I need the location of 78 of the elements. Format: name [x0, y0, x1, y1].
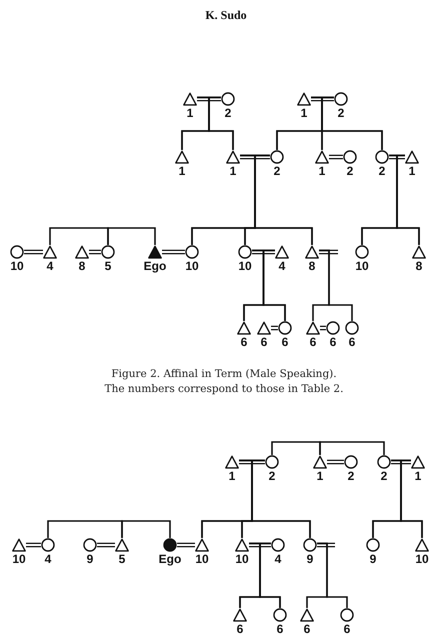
kin-term-number: 4 — [274, 553, 282, 565]
kin-term-number: 8 — [416, 260, 422, 272]
sibling-line — [121, 520, 171, 538]
descent-line — [262, 250, 286, 321]
kin-term-number: 9 — [86, 553, 94, 565]
descent-line — [317, 542, 348, 608]
marriage-line — [88, 250, 102, 254]
kin-term-number: 9 — [306, 553, 314, 565]
kin-term-number: 6 — [276, 623, 284, 635]
marriage-line — [161, 250, 186, 254]
marriage-line — [318, 250, 339, 254]
marriage-line — [326, 460, 345, 464]
kin-term-number: 1 — [178, 165, 186, 177]
descent-line — [396, 154, 420, 245]
ego-label: Ego — [144, 260, 166, 272]
kin-term-number: 10 — [10, 260, 24, 272]
kin-term-number: 1 — [300, 107, 308, 119]
kin-term-number: 1 — [408, 165, 416, 177]
kin-term-number: 8 — [308, 260, 316, 272]
marriage-line — [270, 326, 279, 330]
kin-term-number: 6 — [240, 336, 248, 348]
kin-term-number: 10 — [195, 553, 209, 565]
sibling-line — [271, 441, 321, 455]
marriage-line — [319, 326, 327, 330]
kin-term-number: 6 — [310, 336, 316, 348]
kin-term-number: 6 — [330, 336, 336, 348]
marriage-line — [96, 542, 116, 548]
kin-term-number: 2 — [348, 470, 354, 482]
kin-term-number: 1 — [230, 165, 236, 177]
kin-term-number: 2 — [338, 107, 344, 119]
kin-term-number: 2 — [378, 165, 386, 177]
kin-term-number: 10 — [12, 553, 26, 565]
sibling-line — [319, 441, 385, 455]
kin-term-number: 4 — [278, 260, 286, 272]
ego-label: Ego — [158, 553, 182, 565]
kin-term-number: 1 — [318, 165, 326, 177]
kin-term-number: 6 — [344, 623, 350, 635]
marriage-line — [25, 542, 42, 548]
kin-term-number: 10 — [238, 260, 252, 272]
kin-term-number: 4 — [46, 260, 54, 272]
kin-term-number: 2 — [224, 107, 232, 119]
kin-term-number: 2 — [346, 165, 354, 177]
sibling-line — [49, 227, 109, 245]
kin-term-number: 10 — [355, 260, 369, 272]
kin-term-number: 10 — [235, 553, 249, 565]
kin-term-number: 1 — [228, 470, 236, 482]
descent-line — [254, 154, 313, 245]
marriage-line — [316, 542, 336, 548]
kin-term-number: 5 — [118, 553, 126, 565]
kin-term-number: 6 — [348, 336, 356, 348]
kin-term-number: 1 — [316, 470, 324, 482]
kin-term-number: 1 — [414, 470, 422, 482]
descent-line — [208, 96, 234, 150]
kin-term-number: 10 — [415, 553, 429, 565]
sibling-line — [107, 227, 156, 245]
kin-term-number: 6 — [236, 623, 244, 635]
kin-term-number: 4 — [44, 553, 52, 565]
descent-line — [251, 460, 311, 538]
kin-term-number: 10 — [185, 260, 199, 272]
kin-term-number: 6 — [260, 336, 268, 348]
descent-line — [400, 460, 423, 538]
running-header: K. Sudo — [205, 8, 247, 22]
figure-caption: Figure 2. Affinal in Term (Male Speaking). The numbers correspond to those in Table 2. — [104, 367, 344, 397]
kin-term-number: 9 — [370, 553, 376, 565]
kin-term-number: 5 — [104, 260, 112, 272]
marriage-line — [176, 542, 196, 548]
kin-term-number: 2 — [274, 165, 280, 177]
kin-term-number: 6 — [282, 336, 288, 348]
kin-term-number: 6 — [304, 623, 310, 635]
kin-term-number: 1 — [186, 107, 194, 119]
marriage-line — [328, 154, 344, 160]
kin-term-number: 2 — [380, 470, 388, 482]
kin-term-number: 8 — [78, 260, 86, 272]
descent-line — [319, 250, 353, 321]
descent-line — [259, 542, 281, 608]
marriage-line — [23, 250, 44, 254]
sibling-line — [47, 520, 123, 538]
kin-term-number: 2 — [268, 470, 276, 482]
